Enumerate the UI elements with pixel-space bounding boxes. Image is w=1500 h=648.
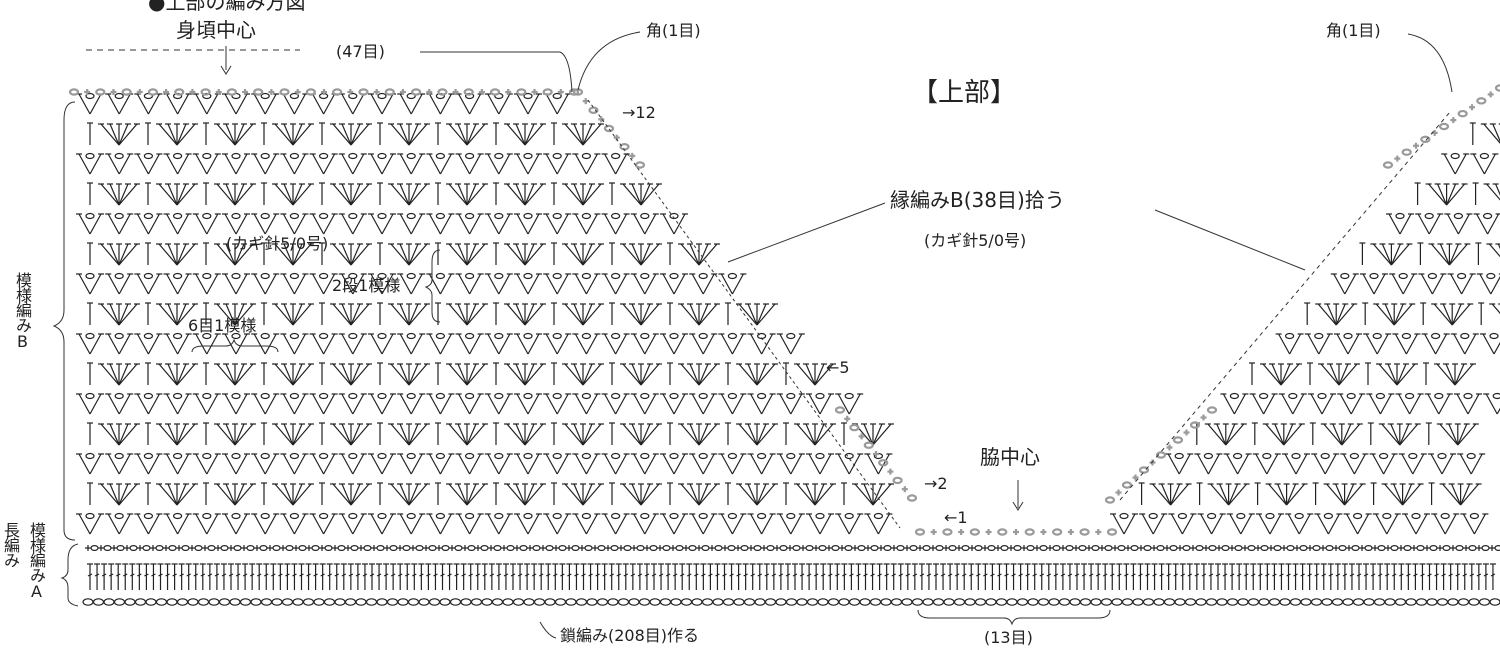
brace-six-stitch	[191, 338, 279, 353]
pattern-row	[76, 272, 1500, 295]
side-center-label: 脇中心	[980, 445, 1040, 469]
pattern-row	[87, 482, 1482, 506]
body-center-label: 身頃中心	[176, 18, 256, 42]
pattern-row	[87, 362, 1476, 386]
corner-right-label: 角(1目)	[1326, 21, 1381, 40]
title-label: 【上部】	[912, 78, 1017, 108]
pattern-row	[76, 512, 1489, 535]
brace-pattern-b	[52, 101, 76, 541]
row-marker-5: ←5	[826, 358, 850, 377]
pattern-row	[76, 452, 1486, 475]
pattern-row	[76, 152, 1499, 175]
brace-two-row	[424, 249, 441, 323]
pattern-a-label: 模様編みA	[27, 522, 46, 600]
pattern-row	[87, 422, 1479, 446]
edging-label: 縁編みB(38目)拾う	[890, 188, 1065, 212]
row-marker-2: →2	[924, 474, 948, 493]
hook-size-left: (カギ針5/0号)	[226, 234, 329, 253]
single-crochet-row	[85, 544, 1500, 551]
brace-pattern-a	[60, 543, 79, 607]
header-text: ●上部の編み方図	[148, 0, 306, 14]
stitches-47-label: (47目)	[336, 42, 385, 61]
row-marker-12: →12	[622, 103, 656, 122]
row-marker-1: ←1	[944, 508, 968, 527]
pattern-row	[87, 302, 1500, 326]
edging-stitches	[68, 84, 1500, 536]
pattern-row	[87, 182, 1500, 206]
pattern-row	[76, 92, 572, 115]
pattern-row	[76, 332, 1500, 355]
foundation-chain	[82, 598, 1500, 606]
corner-left-label: 角(1目)	[646, 21, 701, 40]
six-stitch-repeat-label: 6目1模様	[188, 316, 257, 335]
hook-size-right: (カギ針5/0号)	[924, 231, 1027, 250]
stitch-grid	[76, 92, 1500, 606]
chain-start-label: 鎖編み(208目)作る	[560, 626, 700, 645]
leader-lines	[52, 31, 1453, 639]
treble-label: 長編み	[1, 522, 20, 567]
pattern-row	[87, 122, 1500, 146]
pattern-row	[87, 242, 1500, 266]
two-row-repeat-label: 2段1模様	[332, 276, 401, 295]
pattern-row	[76, 392, 1500, 415]
treble-row	[87, 563, 1496, 590]
pattern-b-label: 模様編みB	[13, 272, 32, 350]
brace-13	[917, 609, 1111, 626]
stitches-13-label: (13目)	[984, 628, 1033, 647]
pattern-row	[76, 212, 1500, 235]
